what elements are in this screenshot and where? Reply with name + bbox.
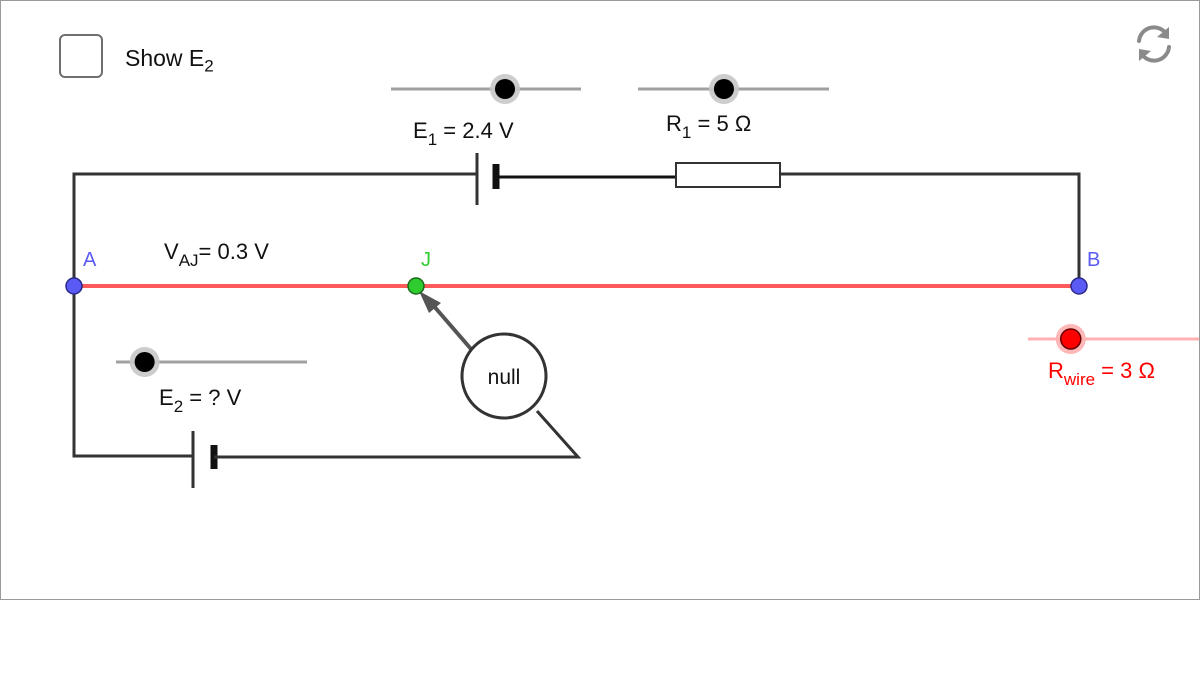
e2-label: E2 = ? V — [159, 385, 242, 416]
show-e2-label: Show E2 — [125, 45, 214, 76]
show-e2-checkbox[interactable] — [59, 34, 103, 78]
galvanometer-label: null — [488, 366, 521, 389]
point-j-label: J — [421, 249, 431, 271]
applet-canvas: Show E2 null A B J — [0, 0, 1200, 600]
point-b[interactable] — [1070, 277, 1088, 295]
e2-slider-knob[interactable] — [134, 352, 155, 372]
e1-slider-knob[interactable] — [495, 79, 515, 99]
e1-label: E1 = 2.4 V — [413, 118, 514, 149]
secondary-wire-right — [214, 410, 582, 459]
secondary-wire-left — [72, 286, 193, 458]
vaj-label: VAJ= 0.3 V — [164, 239, 269, 270]
refresh-icon[interactable] — [1131, 21, 1177, 67]
jockey-point-j[interactable] — [407, 277, 425, 295]
rwire-label: Rwire = 3 Ω — [1048, 358, 1155, 389]
r1-resistor — [675, 162, 781, 188]
circuit-diagram: null A B J VAJ= 0.3 V E1 = 2.4 V R1 = 5 … — [65, 74, 1199, 488]
r1-slider-knob[interactable] — [713, 79, 734, 99]
point-a-label: A — [83, 249, 97, 271]
r1-label: R1 = 5 Ω — [666, 111, 751, 142]
lead-arrowhead — [419, 291, 441, 313]
primary-wire-left — [72, 172, 477, 286]
primary-wire-right — [780, 172, 1081, 286]
point-a[interactable] — [65, 277, 83, 295]
rwire-slider-knob[interactable] — [1060, 328, 1082, 350]
point-b-label: B — [1087, 249, 1100, 271]
galvanometer — [460, 332, 548, 420]
